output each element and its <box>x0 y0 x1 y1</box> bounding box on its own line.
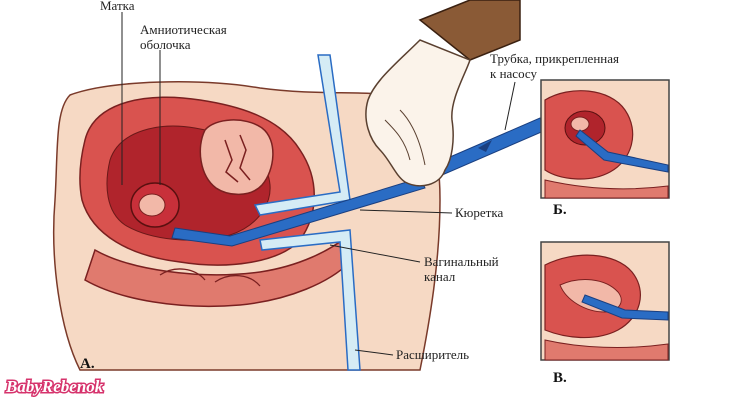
gloved-hand <box>365 39 471 187</box>
finger-lines <box>384 109 426 166</box>
inset-b-tissue <box>544 179 669 199</box>
leader-tube <box>504 81 516 131</box>
label-tube-line1: Трубка, прикрепленная <box>490 51 619 66</box>
labels: Матка Амниотическая оболочка Трубка, при… <box>80 0 619 386</box>
label-amnion-line2: оболочка <box>140 37 191 52</box>
leader-curette <box>359 209 453 214</box>
curette-tube <box>171 177 426 247</box>
leader-lines <box>121 12 516 356</box>
main-anatomy-panel <box>53 0 547 371</box>
inset-panel-b <box>540 79 670 199</box>
label-dilator: Расширитель <box>396 347 469 362</box>
leader-vaginal <box>329 244 421 263</box>
label-vaginal-line2: канал <box>424 269 456 284</box>
bowel-folds <box>224 134 251 183</box>
pump-tube-arrow <box>478 140 492 152</box>
label-panel-c: В. <box>553 370 567 386</box>
label-uterus: Матка <box>100 0 135 13</box>
label-curette: Кюретка <box>455 205 503 220</box>
label-amnion-line1: Амниотическая <box>140 22 227 37</box>
bowel-loop <box>199 119 274 196</box>
watermark-logo: BabyRebenok <box>5 377 104 396</box>
sleeve <box>418 0 521 61</box>
dilator-lower-blade <box>259 229 361 371</box>
lower-folds <box>159 268 261 287</box>
inset-c-tube <box>581 294 669 321</box>
inset-b-embryo <box>570 116 590 132</box>
inset-c-tissue <box>544 339 669 361</box>
inset-b-tube <box>575 129 669 173</box>
leader-dilator <box>354 349 394 356</box>
label-tube-line2: к насосу <box>490 66 537 81</box>
label-panel-b: Б. <box>553 202 567 218</box>
label-panel-a: А. <box>80 356 95 372</box>
embryo <box>138 193 166 217</box>
label-vaginal-line1: Вагинальный <box>424 254 499 269</box>
dilator-upper-blade <box>253 54 351 216</box>
inset-panel-c <box>540 241 670 361</box>
